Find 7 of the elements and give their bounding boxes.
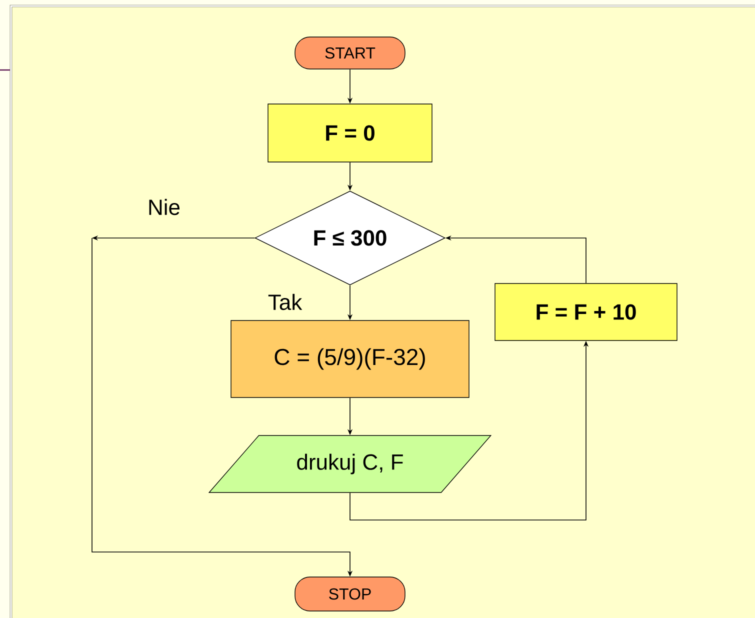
process-box: F = F + 10 <box>494 283 678 341</box>
process-box: C = (5/9)(F-32) <box>230 320 470 398</box>
edge-label: Tak <box>268 294 302 310</box>
edge-label: Nie <box>149 198 180 216</box>
stop-terminal: STOP <box>294 576 406 612</box>
process-box: F = 0 <box>268 104 432 162</box>
start-terminal: START <box>294 36 406 70</box>
